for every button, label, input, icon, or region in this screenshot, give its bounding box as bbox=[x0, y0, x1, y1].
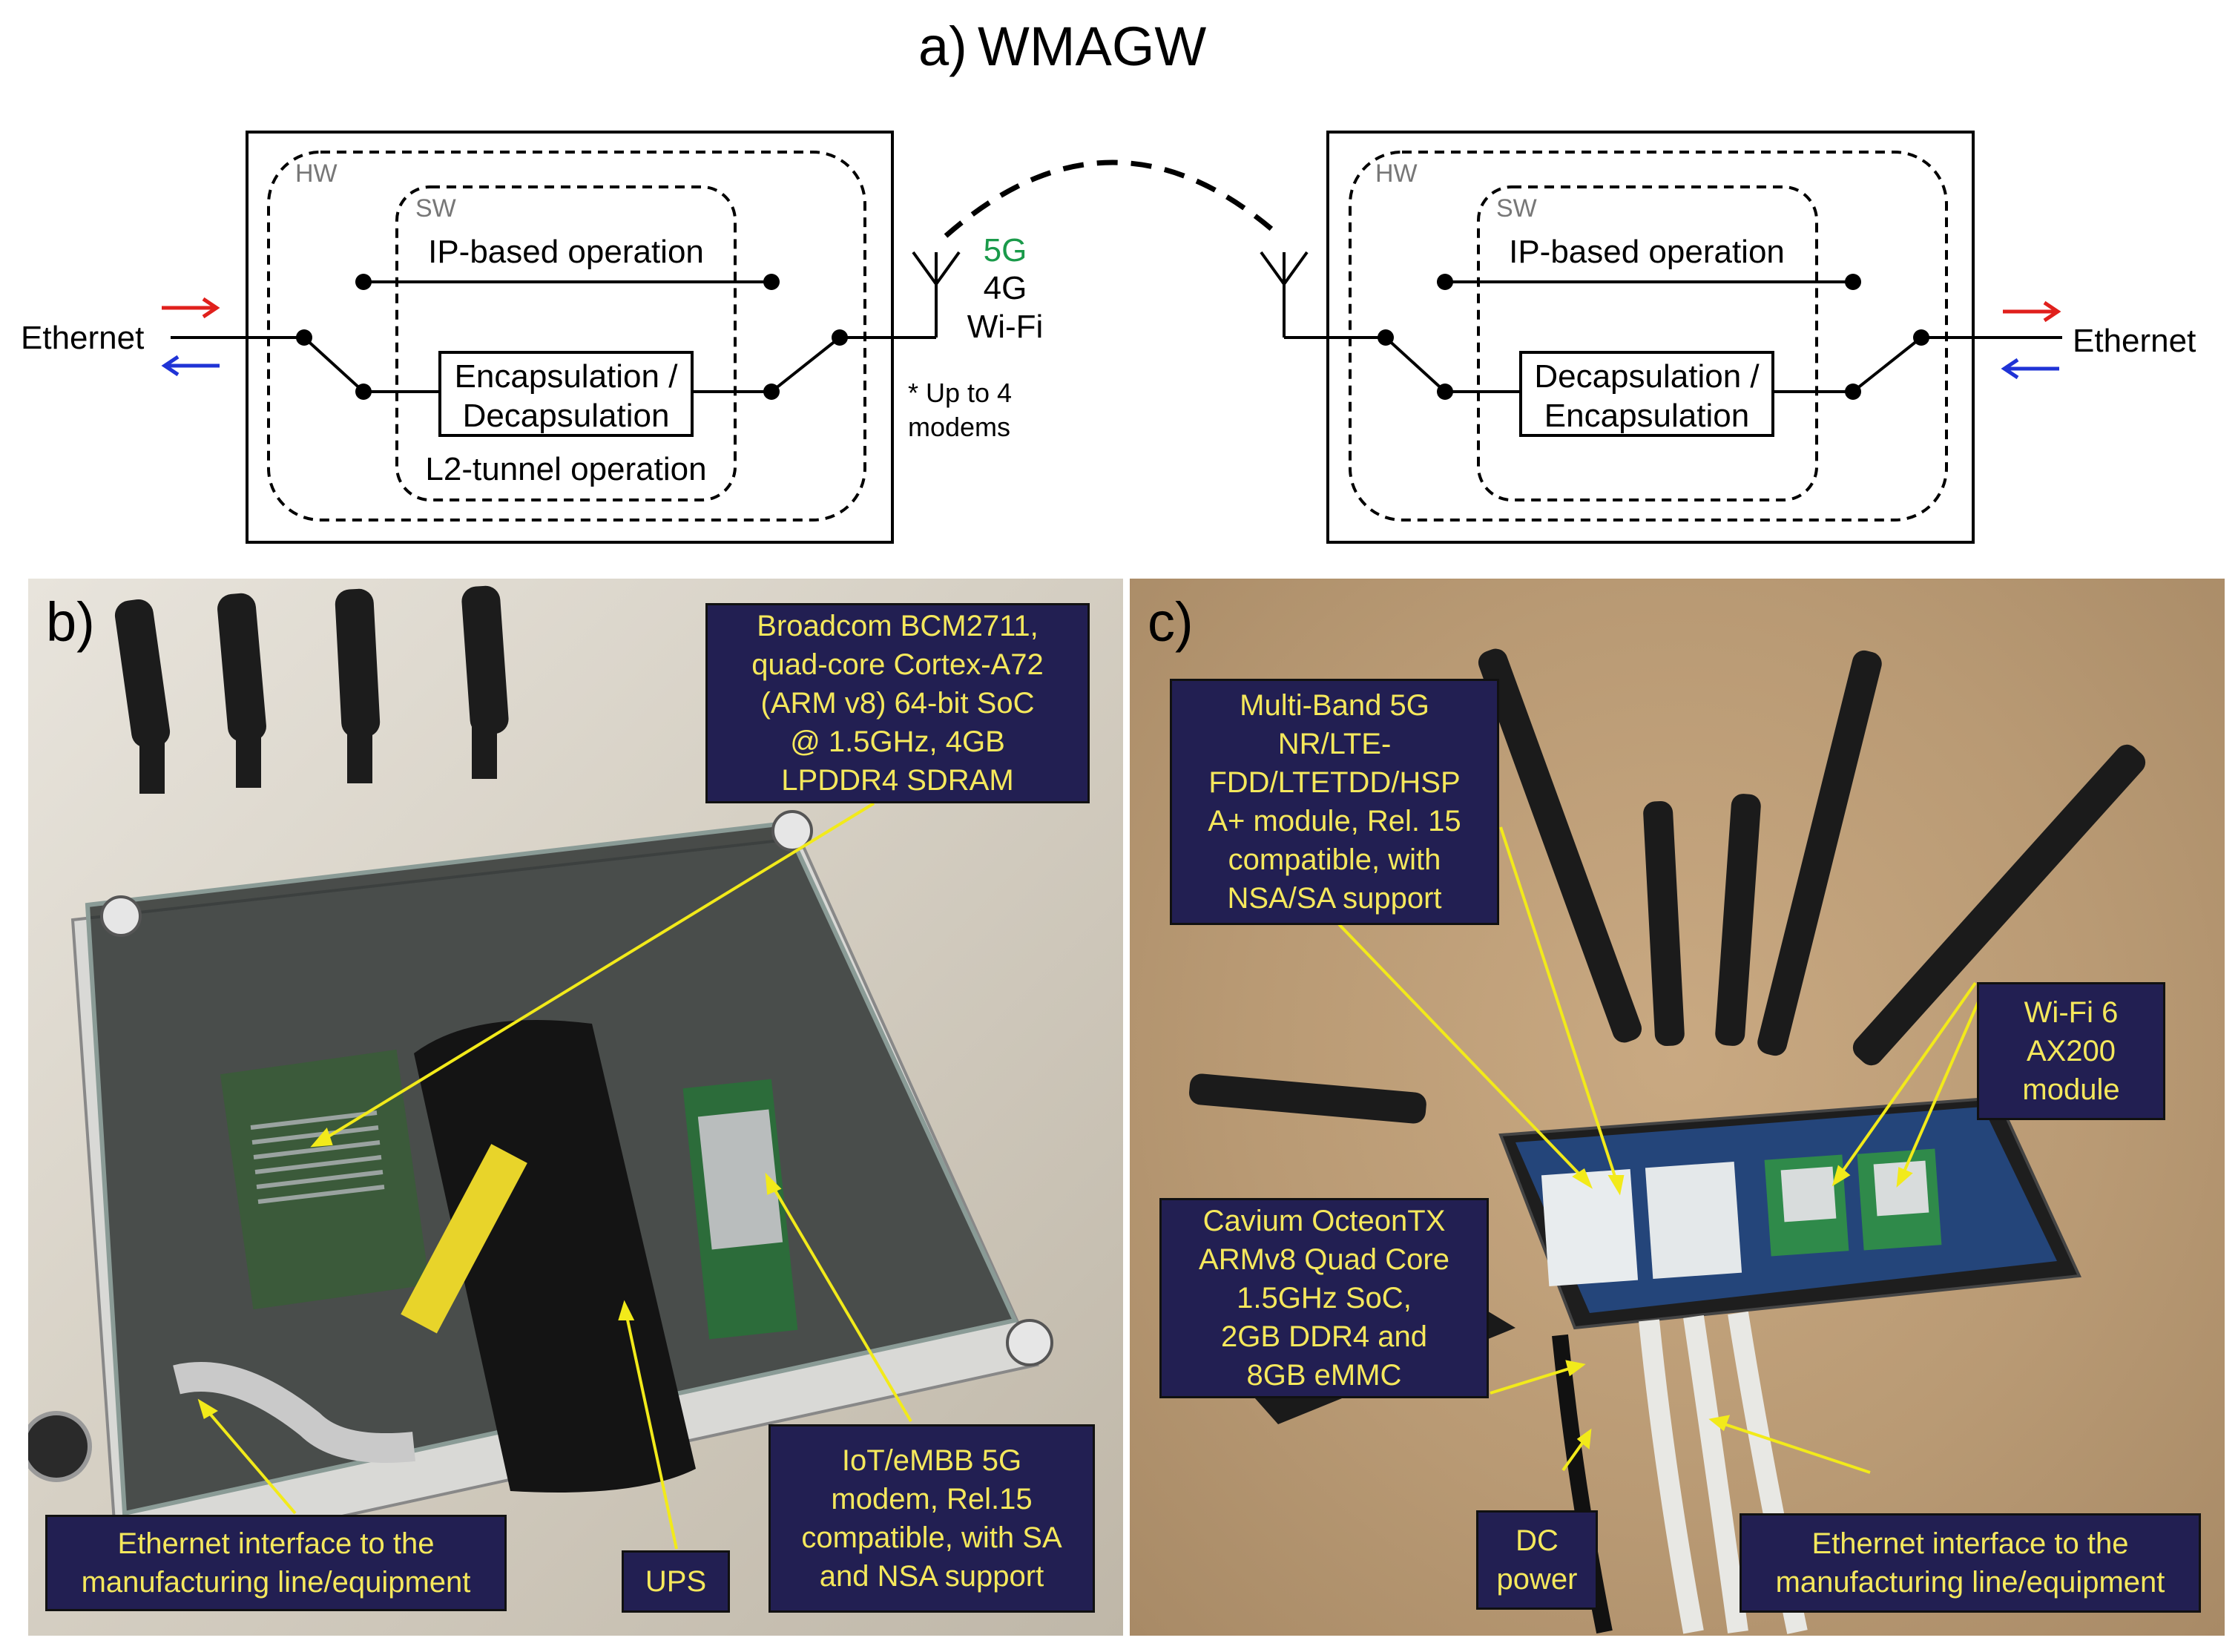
right-decap-line1: Decapsulation / bbox=[1534, 358, 1760, 395]
panel-a-letter: a) bbox=[918, 16, 967, 77]
photo-cavium-gateway: c) Multi-Band 5G NR/LTE- FDD/LTETDD/HSP … bbox=[1130, 579, 2225, 1636]
photo-raspberry-gateway: b) Broadcom BCM2711, quad-core Cortex-A7… bbox=[28, 579, 1123, 1636]
wireless-link-arc bbox=[944, 159, 1282, 238]
left-hw-label: HW bbox=[295, 159, 338, 188]
left-l2-tunnel-label: L2-tunnel operation bbox=[425, 451, 706, 487]
radio-4g-label: 4G bbox=[984, 270, 1027, 306]
panel-c-pointers bbox=[1337, 826, 1988, 1474]
radio-5g-label: 5G bbox=[984, 232, 1027, 269]
radio-wifi-label: Wi-Fi bbox=[967, 309, 1044, 345]
right-hw-label: HW bbox=[1375, 159, 1418, 188]
right-sw-label: SW bbox=[1496, 194, 1537, 223]
left-inbound-arrow-icon bbox=[161, 355, 220, 377]
left-encap-line1: Encapsulation / bbox=[455, 358, 679, 395]
callout-cavium-soc: Cavium OcteonTX ARMv8 Quad Core 1.5GHz S… bbox=[1159, 1198, 1489, 1398]
right-antenna-icon bbox=[1260, 251, 1309, 338]
panel-b-pointers bbox=[197, 802, 912, 1550]
callout-dc-power: DC power bbox=[1476, 1510, 1598, 1610]
right-hw-boundary bbox=[1349, 151, 1948, 521]
left-outbound-arrow-icon bbox=[162, 297, 220, 319]
panel-b-letter: b) bbox=[46, 591, 95, 653]
panel-c-letter: c) bbox=[1148, 591, 1194, 653]
right-gateway-box bbox=[1326, 131, 1975, 544]
modem-note-line1: * Up to 4 bbox=[908, 378, 1012, 408]
right-outbound-arrow-icon bbox=[2003, 300, 2061, 323]
left-encap-line2: Decapsulation bbox=[463, 398, 670, 434]
left-sw-boundary bbox=[395, 185, 737, 501]
wmagw-diagram: a) WMAGW HW SW IP-based operation Encaps… bbox=[21, 16, 2196, 544]
right-decap-line2: Encapsulation bbox=[1544, 398, 1749, 434]
left-sw-label: SW bbox=[415, 194, 456, 223]
callout-multiband-5g: Multi-Band 5G NR/LTE- FDD/LTETDD/HSP A+ … bbox=[1170, 679, 1499, 925]
callout-ethernet-interface-b: Ethernet interface to the manufacturing … bbox=[45, 1515, 507, 1611]
photo-b-illustration bbox=[28, 585, 1053, 1574]
modem-note-line2: modems bbox=[908, 412, 1010, 442]
decapsulation-block bbox=[1519, 351, 1774, 437]
left-antenna-icon bbox=[912, 251, 961, 338]
right-ip-operation-label: IP-based operation bbox=[1509, 234, 1785, 270]
left-ip-operation-label: IP-based operation bbox=[428, 234, 704, 270]
callout-soc-broadcom: Broadcom BCM2711, quad-core Cortex-A72 (… bbox=[705, 603, 1090, 803]
encapsulation-block bbox=[438, 351, 694, 437]
callout-ethernet-interface-c: Ethernet interface to the manufacturing … bbox=[1740, 1513, 2201, 1613]
callout-ups: UPS bbox=[622, 1550, 730, 1613]
callout-wifi6-module: Wi-Fi 6 AX200 module bbox=[1977, 982, 2165, 1120]
callout-modem: IoT/eMBB 5G modem, Rel.15 compatible, wi… bbox=[769, 1424, 1095, 1613]
diagram-title: WMAGW bbox=[978, 16, 1206, 77]
right-sw-boundary bbox=[1477, 185, 1818, 501]
left-ethernet-label: Ethernet bbox=[21, 320, 144, 356]
right-ethernet-label: Ethernet bbox=[2073, 323, 2196, 359]
right-inbound-arrow-icon bbox=[2001, 358, 2059, 380]
